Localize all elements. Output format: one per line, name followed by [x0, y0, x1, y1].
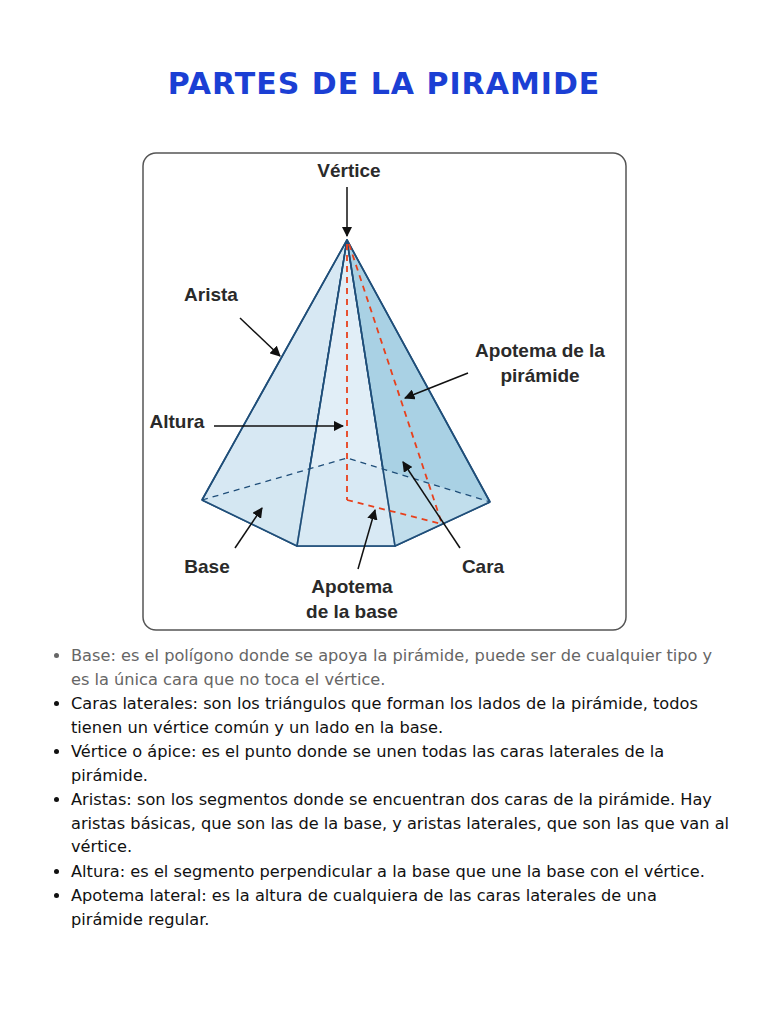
definition-item: Altura: es el segmento perpendicular a l…: [71, 860, 731, 884]
leader-arrows: [214, 187, 468, 569]
definition-item: Base: es el polígono donde se apoya la p…: [71, 644, 731, 691]
part-label: Cara: [443, 554, 523, 579]
definition-item: Aristas: son los segmentos donde se encu…: [71, 788, 731, 859]
part-label: Arista: [161, 282, 261, 307]
pyramid: [202, 240, 490, 546]
definition-list: Base: es el polígono donde se apoya la p…: [50, 644, 731, 932]
part-label: Vértice: [289, 158, 409, 183]
part-label: Apotema de la base: [300, 574, 404, 624]
part-label: Altura: [137, 409, 217, 434]
definition-item: Apotema lateral: es la altura de cualqui…: [71, 884, 731, 931]
page-title: PARTES DE LA PIRAMIDE: [0, 66, 768, 101]
definition-item: Caras laterales: son los triángulos que …: [71, 692, 731, 739]
part-label: Base: [167, 554, 247, 579]
frame: [143, 153, 626, 630]
definition-item: Vértice o ápice: es el punto donde se un…: [71, 740, 731, 787]
red-dashed-lines: [347, 244, 442, 524]
part-label: Apotema de la pirámide: [454, 338, 626, 388]
